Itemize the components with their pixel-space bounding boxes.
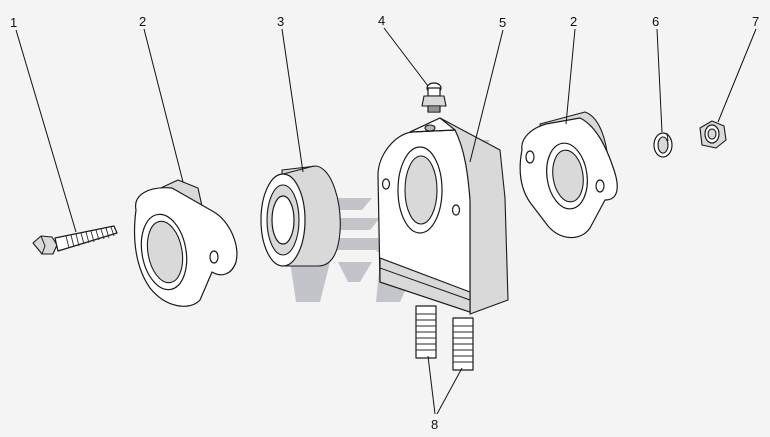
leader-8a xyxy=(427,355,436,415)
leader-6 xyxy=(656,28,663,133)
leader-4 xyxy=(383,27,429,87)
leader-5 xyxy=(469,29,504,163)
spring-washer-part-6 xyxy=(653,132,673,158)
callout-5: 5 xyxy=(499,15,506,30)
leader-lines xyxy=(15,27,757,415)
callout-7: 7 xyxy=(752,14,759,29)
leader-3 xyxy=(281,28,304,173)
callout-2-left: 2 xyxy=(139,14,146,29)
callout-labels: 1 2 3 4 5 2 6 7 8 xyxy=(10,13,759,432)
callout-8: 8 xyxy=(431,417,438,432)
flange-part-2-right xyxy=(519,111,618,239)
callout-4: 4 xyxy=(378,13,385,28)
callout-2-right: 2 xyxy=(570,14,577,29)
bolt-part-1 xyxy=(32,225,118,255)
bearing-part-3 xyxy=(260,165,341,267)
grease-fitting-part-4 xyxy=(421,82,447,113)
leader-1 xyxy=(15,29,77,233)
bearing-housing-part-5 xyxy=(377,117,509,315)
leader-2-left xyxy=(143,28,184,183)
leader-7 xyxy=(717,28,757,123)
callout-1: 1 xyxy=(10,15,17,30)
nut-part-7 xyxy=(699,120,727,149)
leader-8b xyxy=(436,367,463,415)
flange-part-2-left xyxy=(133,179,238,307)
callout-3: 3 xyxy=(277,14,284,29)
leader-2-right xyxy=(565,28,576,125)
studs-part-8 xyxy=(415,305,474,371)
callout-6: 6 xyxy=(652,14,659,29)
